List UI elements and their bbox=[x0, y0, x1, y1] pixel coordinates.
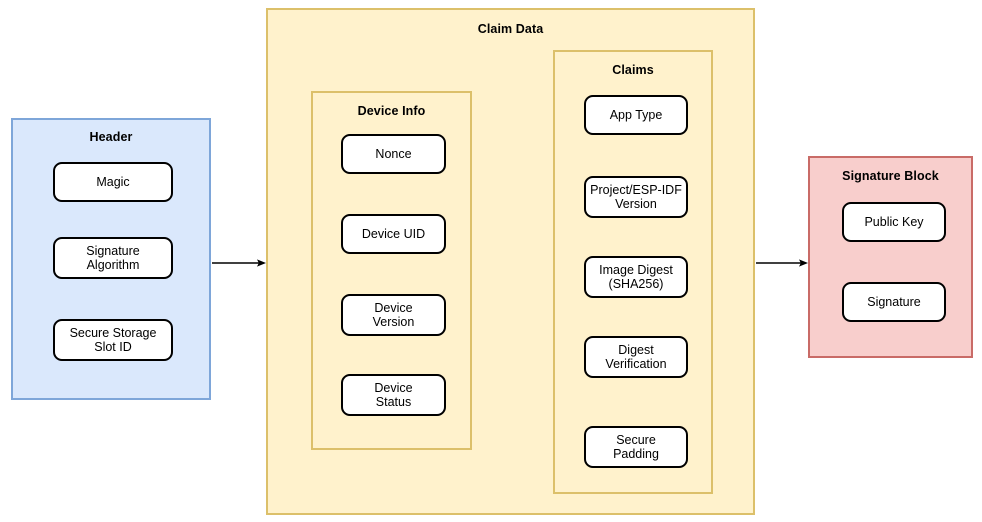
node-device-status[interactable]: Device Status bbox=[341, 374, 446, 416]
node-device-uid[interactable]: Device UID bbox=[341, 214, 446, 254]
node-image-digest-sha256[interactable]: Image Digest (SHA256) bbox=[584, 256, 688, 298]
claim-data-group: Claim Data Device Info Nonce Device UID … bbox=[266, 8, 755, 515]
node-digest-verification[interactable]: Digest Verification bbox=[584, 336, 688, 378]
claims-group-title: Claims bbox=[612, 63, 654, 77]
claims-group: Claims App Type Project/ESP-IDF Version … bbox=[553, 50, 713, 494]
header-group-title: Header bbox=[89, 130, 133, 144]
node-public-key[interactable]: Public Key bbox=[842, 202, 946, 242]
device-info-group: Device Info Nonce Device UID Device Vers… bbox=[311, 91, 472, 450]
node-device-version[interactable]: Device Version bbox=[341, 294, 446, 336]
claim-data-group-title: Claim Data bbox=[477, 22, 544, 36]
arrow-claimdata-to-signature bbox=[756, 258, 810, 268]
node-secure-storage-slot-id[interactable]: Secure Storage Slot ID bbox=[53, 319, 173, 361]
device-info-group-title: Device Info bbox=[357, 104, 426, 118]
node-nonce[interactable]: Nonce bbox=[341, 134, 446, 174]
node-secure-padding[interactable]: Secure Padding bbox=[584, 426, 688, 468]
node-signature-algorithm[interactable]: Signature Algorithm bbox=[53, 237, 173, 279]
node-magic[interactable]: Magic bbox=[53, 162, 173, 202]
arrow-header-to-claimdata bbox=[212, 258, 268, 268]
header-group: Header Magic Signature Algorithm Secure … bbox=[11, 118, 211, 400]
node-app-type[interactable]: App Type bbox=[584, 95, 688, 135]
signature-block-group-title: Signature Block bbox=[842, 169, 939, 183]
node-signature[interactable]: Signature bbox=[842, 282, 946, 322]
signature-block-group: Signature Block Public Key Signature bbox=[808, 156, 973, 358]
node-project-esp-idf-version[interactable]: Project/ESP-IDF Version bbox=[584, 176, 688, 218]
